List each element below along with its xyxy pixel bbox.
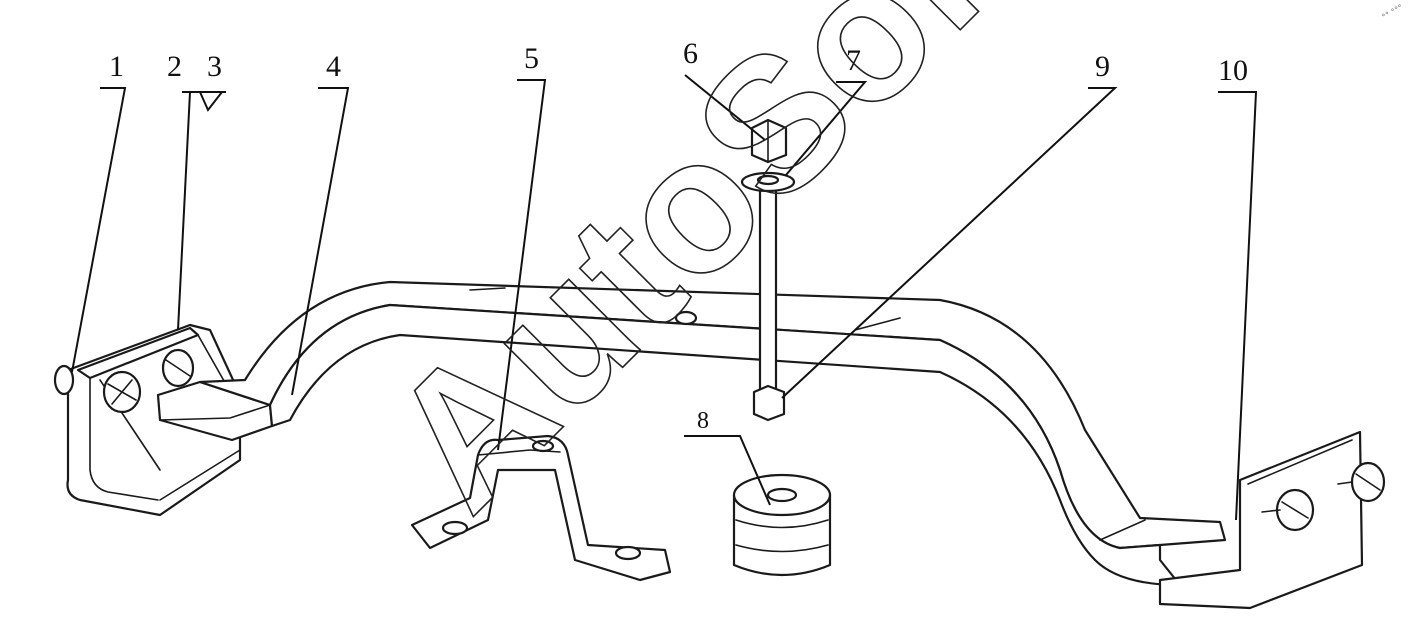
- callout-4: 4: [326, 50, 341, 83]
- callout-2: 2: [167, 50, 182, 83]
- callout-labels: 1 2 3 4 5 6 7 8 9 10: [109, 37, 1248, 434]
- callout-10: 10: [1218, 54, 1248, 87]
- watermark-text: AutoSoft: [349, 0, 1066, 549]
- right-bracket: [1158, 430, 1386, 610]
- u-clamp: [410, 434, 672, 582]
- callout-5: 5: [524, 42, 539, 75]
- watermark: AutoSoft: [348, 0, 1067, 550]
- callout-1: 1: [109, 50, 124, 83]
- rubber-bushing: [732, 473, 832, 577]
- corner-mark: °° °°°: [1381, 3, 1405, 22]
- callout-7: 7: [846, 44, 861, 77]
- callout-8: 8: [697, 408, 709, 434]
- callout-3: 3: [207, 50, 222, 83]
- left-bracket: [66, 323, 242, 517]
- callout-9: 9: [1095, 50, 1110, 83]
- left-bracket-bolts: [53, 348, 195, 414]
- callout-6: 6: [683, 37, 698, 70]
- leader-lines: [71, 74, 1258, 521]
- stud-bolt-assembly: [740, 118, 796, 422]
